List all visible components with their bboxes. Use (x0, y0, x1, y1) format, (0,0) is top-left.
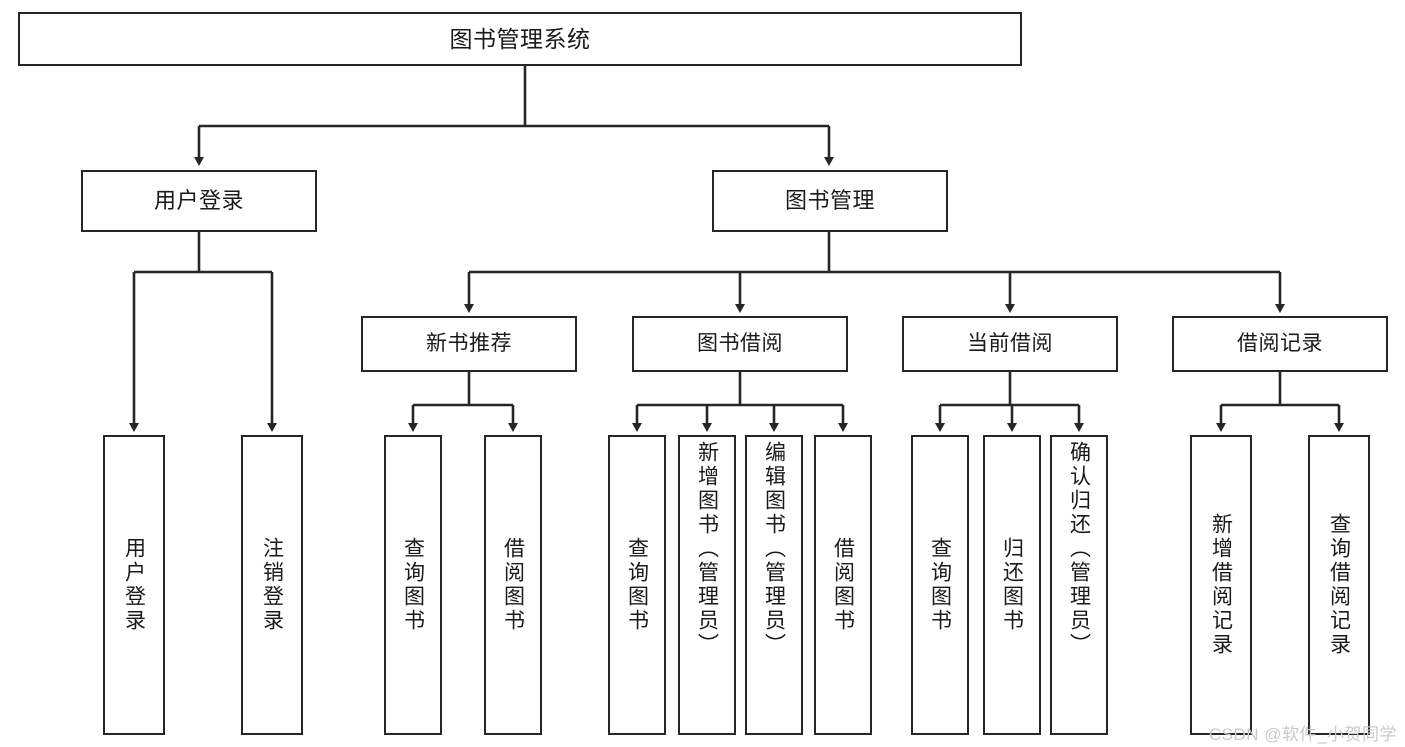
node-label: 归还图书 (1000, 537, 1024, 633)
node-label: 图书借阅 (697, 331, 783, 355)
node-label: 用户登录 (153, 188, 244, 214)
leaf-return-book[interactable]: 归还图书 (983, 435, 1041, 735)
leaf-borrow-book-recommend[interactable]: 借阅图书 (484, 435, 542, 735)
leaf-query-book-current[interactable]: 查询图书 (911, 435, 969, 735)
node-label: 新增图书（管理员） (695, 441, 719, 657)
node-user-login[interactable]: 用户登录 (81, 170, 317, 232)
node-label: 新增借阅记录 (1209, 513, 1233, 657)
node-label: 借阅图书 (831, 537, 855, 633)
leaf-confirm-return-admin[interactable]: 确认归还（管理员） (1050, 435, 1108, 735)
node-label: 确认归还（管理员） (1067, 441, 1091, 657)
node-label: 借阅记录 (1237, 331, 1323, 355)
node-label: 图书管理 (784, 188, 875, 214)
watermark: CSDN @软件_小贺同学 (1208, 725, 1397, 744)
leaf-logout[interactable]: 注销登录 (241, 435, 303, 735)
leaf-edit-book-admin[interactable]: 编辑图书（管理员） (745, 435, 803, 735)
node-label: 查询图书 (401, 537, 425, 633)
node-label: 图书管理系统 (449, 25, 591, 52)
node-label: 编辑图书（管理员） (762, 441, 786, 657)
node-current-borrow[interactable]: 当前借阅 (902, 316, 1118, 372)
leaf-query-book-borrow[interactable]: 查询图书 (608, 435, 666, 735)
node-label: 查询借阅记录 (1327, 513, 1351, 657)
node-root[interactable]: 图书管理系统 (18, 12, 1022, 66)
leaf-query-book-recommend[interactable]: 查询图书 (384, 435, 442, 735)
node-book-management[interactable]: 图书管理 (712, 170, 948, 232)
leaf-user-login[interactable]: 用户登录 (103, 435, 165, 735)
node-label: 查询图书 (625, 537, 649, 633)
node-borrow-record[interactable]: 借阅记录 (1172, 316, 1388, 372)
node-label: 新书推荐 (426, 331, 512, 355)
leaf-query-borrow-record[interactable]: 查询借阅记录 (1308, 435, 1370, 735)
node-book-borrow[interactable]: 图书借阅 (632, 316, 848, 372)
leaf-add-book-admin[interactable]: 新增图书（管理员） (678, 435, 736, 735)
node-label: 借阅图书 (501, 537, 525, 633)
leaf-add-borrow-record[interactable]: 新增借阅记录 (1190, 435, 1252, 735)
node-label: 注销登录 (260, 537, 284, 633)
node-new-book-recommend[interactable]: 新书推荐 (361, 316, 577, 372)
leaf-borrow-book[interactable]: 借阅图书 (814, 435, 872, 735)
node-label: 当前借阅 (967, 331, 1053, 355)
node-label: 查询图书 (928, 537, 952, 633)
node-label: 用户登录 (122, 537, 146, 633)
